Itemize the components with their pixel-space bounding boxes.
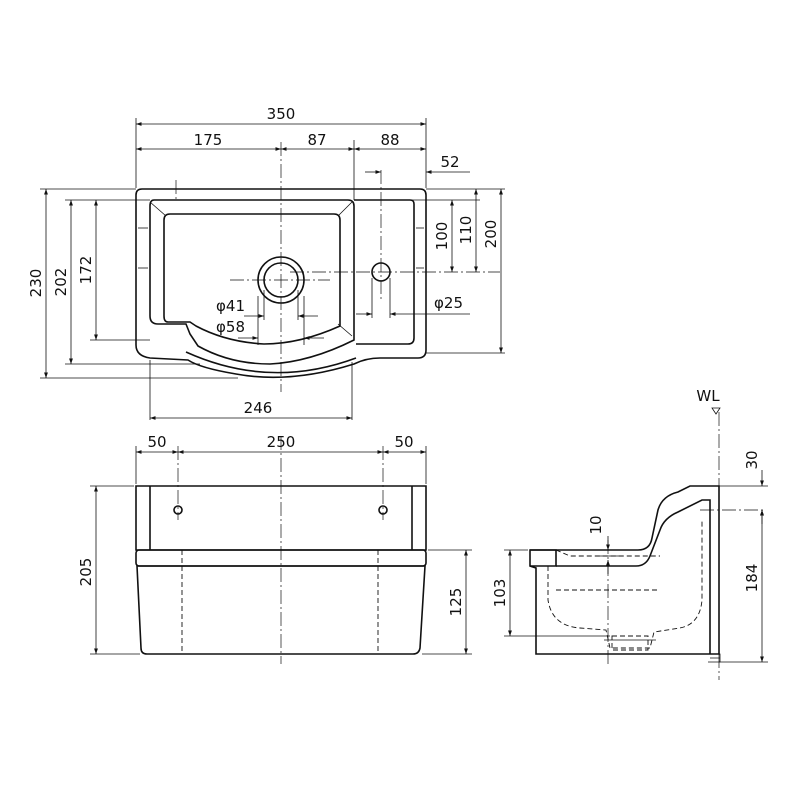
dim-label-205: 205 <box>77 558 95 587</box>
dim-label-246: 246 <box>244 399 273 417</box>
plan-front-curve <box>185 351 357 374</box>
side-rim-hidden <box>555 549 660 557</box>
dim-label-88: 88 <box>380 131 399 149</box>
plan-corner-line <box>337 323 353 337</box>
wl-marker <box>711 407 721 415</box>
dim-label-103: 103 <box>491 579 509 608</box>
dim-label-52: 52 <box>440 153 459 171</box>
plan-view: 350 175 87 88 52 100 110 200 230 202 172 <box>27 105 505 420</box>
plan-rim-outline <box>149 199 355 365</box>
dim-label-phi25: φ25 <box>434 294 463 312</box>
dim-label-184: 184 <box>743 564 761 593</box>
side-wall-bracket <box>708 653 721 663</box>
plan-outer-outline <box>135 188 427 379</box>
dim-label-200: 200 <box>482 220 500 249</box>
dim-label-110: 110 <box>457 216 475 245</box>
dim-label-100: 100 <box>433 222 451 251</box>
dim-label-50-left: 50 <box>147 433 166 451</box>
dim-label-87: 87 <box>307 131 326 149</box>
dim-label-phi58: φ58 <box>216 318 245 336</box>
plan-corner-line <box>337 201 353 217</box>
side-drain-detail <box>611 635 649 651</box>
dim-label-175: 175 <box>194 131 223 149</box>
dim-label-230: 230 <box>27 269 45 298</box>
dim-label-250: 250 <box>267 433 296 451</box>
front-body <box>136 565 426 655</box>
dim-label-202: 202 <box>52 268 70 297</box>
side-basin-hidden <box>547 520 703 649</box>
side-outer-profile <box>529 485 720 655</box>
dim-label-350: 350 <box>267 105 296 123</box>
dim-label-30: 30 <box>743 450 761 469</box>
side-view: WL 30 184 10 <box>491 387 768 680</box>
side-back-wall <box>556 499 711 654</box>
dim-label-50-right: 50 <box>394 433 413 451</box>
front-view: 50 250 50 205 125 <box>77 433 472 664</box>
side-rim-front <box>530 549 557 567</box>
wl-label: WL <box>696 387 720 405</box>
front-back-panel <box>135 485 427 551</box>
plan-corner-line <box>149 201 167 217</box>
plan-bowl-outline <box>163 213 341 345</box>
dim-label-172: 172 <box>77 256 95 285</box>
dim-label-phi41: φ41 <box>216 297 245 315</box>
dim-label-125: 125 <box>447 588 465 617</box>
dim-label-10: 10 <box>587 515 605 534</box>
